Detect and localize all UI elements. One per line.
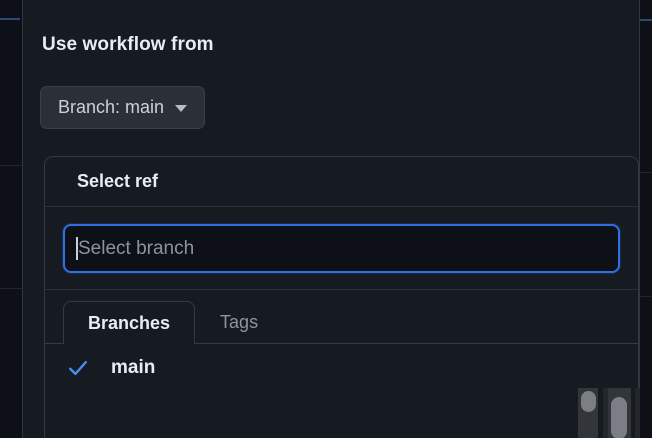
tab-tags-label: Tags — [220, 311, 259, 332]
branch-selector-button[interactable]: Branch: main — [40, 86, 206, 129]
branch-selector-label: Branch: main — [58, 97, 165, 117]
background-accent-line-right — [639, 19, 652, 21]
background-divider-left-upper — [0, 165, 22, 166]
branch-filter-field[interactable]: Select branch — [63, 224, 620, 273]
select-ref-header: Select ref — [45, 157, 638, 207]
run-workflow-dialog: Use workflow from Branch: main Select re… — [22, 0, 640, 438]
background-divider-right-lower — [638, 296, 652, 297]
dialog-body: Use workflow from Branch: main Select re… — [23, 0, 639, 438]
tab-branches[interactable]: Branches — [63, 301, 196, 345]
select-ref-title: Select ref — [77, 171, 159, 191]
select-ref-panel: Select ref Select branch Branches — [44, 156, 639, 438]
chevron-down-icon — [175, 105, 188, 112]
scrollbar-gutter-left — [603, 388, 608, 438]
ref-type-tabs: Branches Tags — [45, 290, 638, 345]
page-title: Use workflow from — [42, 34, 214, 55]
branch-list: main — [45, 344, 638, 392]
scrollbar-gutter-right — [635, 388, 640, 438]
background-divider-left-lower — [0, 288, 22, 289]
text-cursor — [76, 237, 78, 260]
scrollbar-overlay — [578, 388, 652, 438]
outer-scrollbar-thumb[interactable] — [611, 397, 627, 438]
tab-branches-label: Branches — [88, 312, 171, 333]
background-divider-right-upper — [638, 172, 652, 173]
list-item[interactable]: main — [45, 344, 638, 392]
tabs-underline — [45, 343, 638, 344]
branch-name: main — [111, 357, 156, 378]
check-icon — [69, 360, 87, 376]
background-accent-line-left — [0, 18, 20, 20]
inner-scrollbar-thumb[interactable] — [581, 391, 596, 412]
filter-row: Select branch — [45, 207, 638, 290]
tab-tags[interactable]: Tags — [195, 300, 283, 344]
